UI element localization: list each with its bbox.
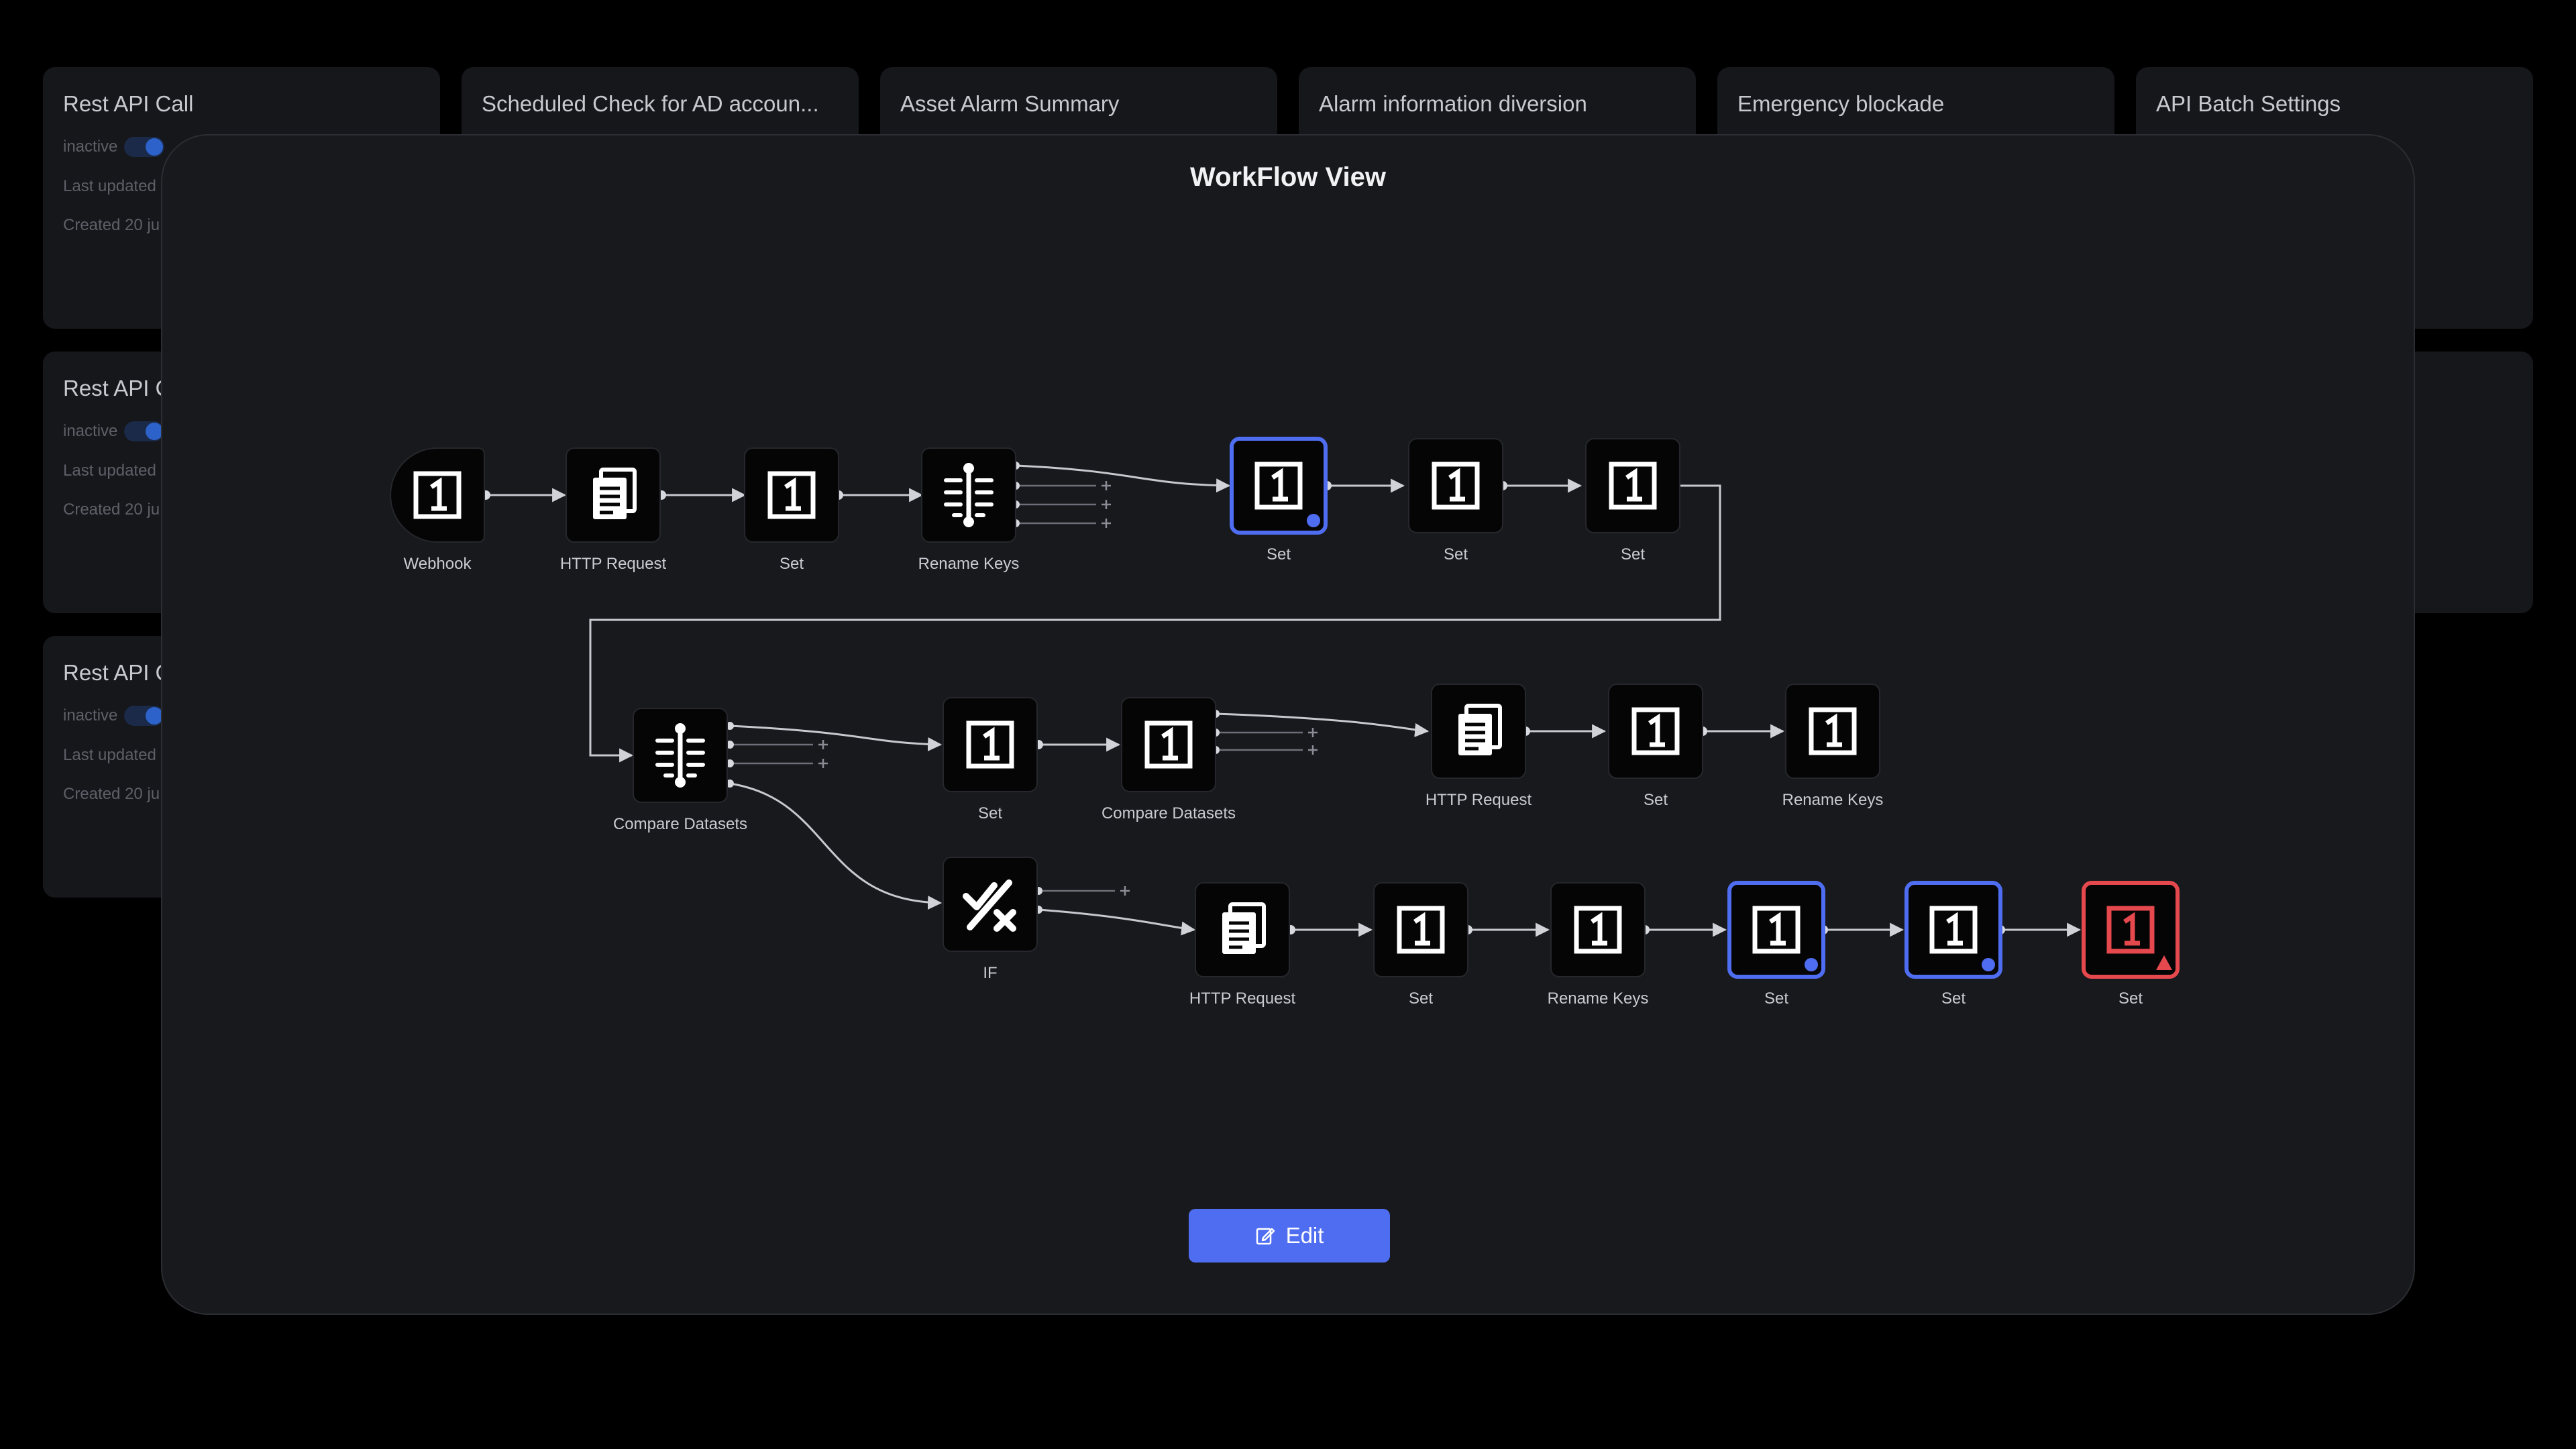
add-output-icon [1308, 728, 1318, 737]
node-label: Set [1444, 545, 1468, 564]
workflow-card-title: Emergency blockade [1737, 91, 1945, 116]
node-label: HTTP Request [1426, 791, 1532, 809]
node-rename-keys[interactable]: Rename Keys [918, 447, 1020, 573]
node-set[interactable]: Set [1904, 881, 2002, 1008]
node-label: Set [1621, 545, 1645, 564]
node-label: Set [780, 555, 804, 573]
node-compare-datasets[interactable]: Compare Datasets [1102, 697, 1236, 822]
workflow-card-created: Created 20 ju [63, 216, 160, 234]
node-set[interactable]: Set [744, 447, 839, 573]
connection-line [589, 484, 1721, 763]
node-set[interactable]: Set [1608, 684, 1703, 809]
add-output-icon [1308, 745, 1318, 755]
node-label: Set [1409, 989, 1433, 1008]
node-set[interactable]: Set [1230, 437, 1328, 564]
connection-line [1038, 908, 1196, 936]
node-label: Compare Datasets [1102, 804, 1236, 822]
node-label: Set [1941, 989, 1966, 1008]
workflow-view-modal: WorkFlow View [161, 134, 2415, 1315]
status-toggle[interactable] [124, 706, 165, 726]
node-label: Webhook [404, 555, 472, 573]
node-set[interactable]: Set [943, 697, 1038, 822]
node-if[interactable]: IF [943, 857, 1038, 982]
status-toggle[interactable] [124, 421, 165, 441]
node-label: Set [978, 804, 1002, 822]
info-badge-icon [1982, 958, 1995, 971]
connection-line [729, 782, 943, 910]
node-compare-datasets[interactable]: Compare Datasets [613, 708, 747, 833]
info-badge-icon [1805, 958, 1818, 971]
node-http-request[interactable]: HTTP Request [560, 447, 667, 573]
workflow-card-title: Asset Alarm Summary [900, 91, 1120, 116]
workflow-card-created: Created 20 ju [63, 500, 160, 519]
modal-title: WorkFlow View [1190, 162, 1386, 192]
add-output-icon [1102, 500, 1111, 509]
node-set[interactable]: Set [1408, 438, 1503, 564]
add-output-icon [1120, 886, 1130, 896]
node-webhook[interactable]: Webhook [390, 447, 485, 573]
node-http-request[interactable]: HTTP Request [1189, 882, 1296, 1008]
add-output-icon [818, 759, 828, 768]
edit-button-label: Edit [1285, 1223, 1324, 1248]
node-rename-keys[interactable]: Rename Keys [1782, 684, 1884, 809]
status-toggle[interactable] [124, 137, 165, 157]
unconnected-outputs [730, 484, 1303, 892]
workflow-card-updated: Last updated [63, 177, 156, 195]
workflow-card-title: API Batch Settings [2156, 91, 2341, 116]
node-label: HTTP Request [560, 555, 667, 573]
connection-line [1015, 464, 1231, 493]
workflow-card-title: Alarm information diversion [1319, 91, 1587, 116]
node-label: Set [1644, 791, 1668, 809]
add-output-icons[interactable] [818, 481, 1318, 896]
node-label: Rename Keys [918, 555, 1020, 573]
workflow-card-title: Scheduled Check for AD accoun... [482, 91, 819, 116]
workflow-card-status: inactive [63, 706, 420, 726]
add-output-icon [818, 740, 828, 749]
connection-line [729, 724, 943, 751]
warning-icon [2156, 955, 2172, 970]
add-output-icon [1102, 519, 1111, 528]
workflow-card-status: inactive [63, 137, 420, 157]
node-rename-keys[interactable]: Rename Keys [1548, 882, 1649, 1008]
node-label: Compare Datasets [613, 815, 747, 833]
node-set[interactable]: Set [2082, 881, 2180, 1008]
workflow-card-updated: Last updated [63, 462, 156, 480]
node-label: Rename Keys [1548, 989, 1649, 1008]
workflow-card-status: inactive [63, 421, 420, 441]
workflow-card-title: Rest API Call [63, 91, 194, 116]
node-label: Rename Keys [1782, 791, 1884, 809]
edit-icon [1256, 1228, 1275, 1245]
info-badge-icon [1307, 514, 1320, 527]
add-output-icon [1102, 481, 1111, 490]
node-http-request[interactable]: HTTP Request [1426, 684, 1532, 809]
node-set[interactable]: Set [1727, 881, 1825, 1008]
node-label: HTTP Request [1189, 989, 1296, 1008]
node-label: Set [1764, 989, 1788, 1008]
connection-line [1215, 712, 1430, 737]
workflow-card-created: Created 20 ju [63, 785, 160, 803]
node-set[interactable]: Set [1585, 438, 1680, 564]
node-label: IF [983, 964, 997, 982]
edit-button[interactable]: Edit [1189, 1209, 1390, 1263]
connection-lines [486, 464, 2082, 937]
node-label: Set [2118, 989, 2143, 1008]
workflow-card-updated: Last updated [63, 746, 156, 764]
node-label: Set [1267, 545, 1291, 564]
node-set[interactable]: Set [1373, 882, 1468, 1008]
